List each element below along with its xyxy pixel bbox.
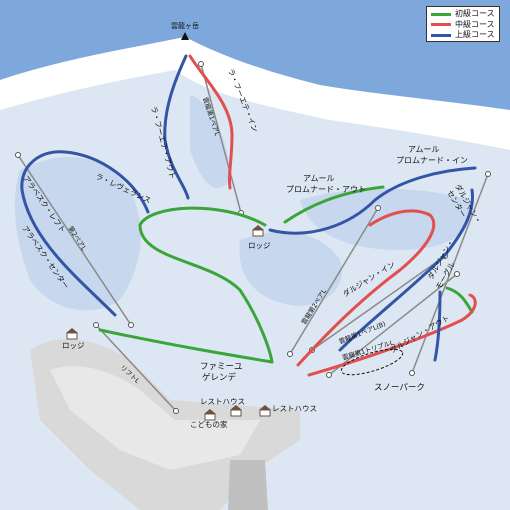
lodge-icon	[252, 225, 264, 237]
forest-zone	[239, 231, 342, 306]
label-family-1: ファミーユ	[200, 362, 243, 372]
course-dalgent-mogul-bottom	[445, 286, 474, 314]
restaurant-icon	[204, 409, 216, 421]
forest-zone	[300, 188, 472, 250]
peak-name: 雲龍ヶ岳	[171, 21, 199, 30]
label-snowpark: スノーパーク	[374, 383, 425, 393]
forest-zone	[14, 156, 141, 311]
label-amour-in-2: プロムナード・イン	[396, 156, 468, 165]
label-kids-house: こどもの家	[190, 419, 228, 429]
lift-line-pair-b	[328, 273, 458, 376]
course-dalgent-in	[296, 209, 436, 367]
forest-zone	[190, 95, 230, 189]
label-family-2: ゲレンデ	[202, 372, 237, 383]
lift-line-unryu-1-pair	[200, 63, 242, 214]
base-area-inner	[50, 366, 260, 470]
legend-advanced-label: 上級コース	[455, 30, 495, 40]
restaurant-icon	[259, 405, 271, 417]
label-resthouse-1: レストハウス	[200, 397, 245, 406]
legend-beginner-label: 初級コース	[455, 9, 495, 19]
label-amour-out-2: プロムナード・アウト	[286, 185, 366, 194]
parking-lot	[228, 460, 268, 510]
label-lodge-top: ロッジ	[248, 241, 271, 250]
course-dalgent-mogul	[433, 290, 442, 362]
advanced-swatch	[431, 33, 451, 37]
course-dalgent-center	[338, 188, 475, 352]
lift-line-2nd-pair	[17, 154, 132, 326]
beginner-courses	[98, 185, 474, 364]
legend-advanced: 上級コース	[431, 30, 495, 41]
summit-triangle-icon	[181, 32, 189, 40]
lodge-icon	[66, 328, 78, 340]
beginner-swatch	[431, 12, 451, 16]
lift-line-triple	[289, 207, 379, 355]
facility-labels: ロッジ ロッジ レストハウス レストハウス こどもの家 スノーパーク	[62, 241, 425, 429]
label-resthouse-2: レストハウス	[272, 404, 317, 413]
course-family-gelande-2	[98, 328, 274, 364]
course-family-gelande	[138, 206, 274, 364]
legend-intermediate-label: 中級コース	[455, 19, 495, 29]
legend-beginner: 初級コース	[431, 9, 495, 20]
label-lodge-left: ロッジ	[62, 341, 85, 350]
legend-intermediate: 中級コース	[431, 20, 495, 31]
label-amour-out-1: アムール	[303, 174, 334, 183]
map-legend: 初級コース 中級コース 上級コース	[426, 6, 500, 42]
course-amour-promenade-out	[283, 185, 385, 224]
lift-stations	[15, 61, 491, 414]
course-la-fouette-out	[163, 54, 190, 200]
lift-line-unryu-2-pair	[411, 173, 489, 374]
course-arabesque	[20, 150, 150, 317]
lift-lines	[17, 63, 489, 412]
course-amour-promenade-in	[268, 166, 477, 235]
lift-line-base	[95, 324, 177, 412]
intermediate-swatch	[431, 23, 451, 27]
snowpark-area	[340, 348, 404, 376]
advanced-courses	[20, 54, 477, 362]
course-la-fouette-in	[188, 54, 234, 190]
label-amour-in-1: アムール	[408, 145, 439, 154]
lift-line-pair-a	[311, 255, 446, 351]
restaurant-icon	[230, 405, 242, 417]
